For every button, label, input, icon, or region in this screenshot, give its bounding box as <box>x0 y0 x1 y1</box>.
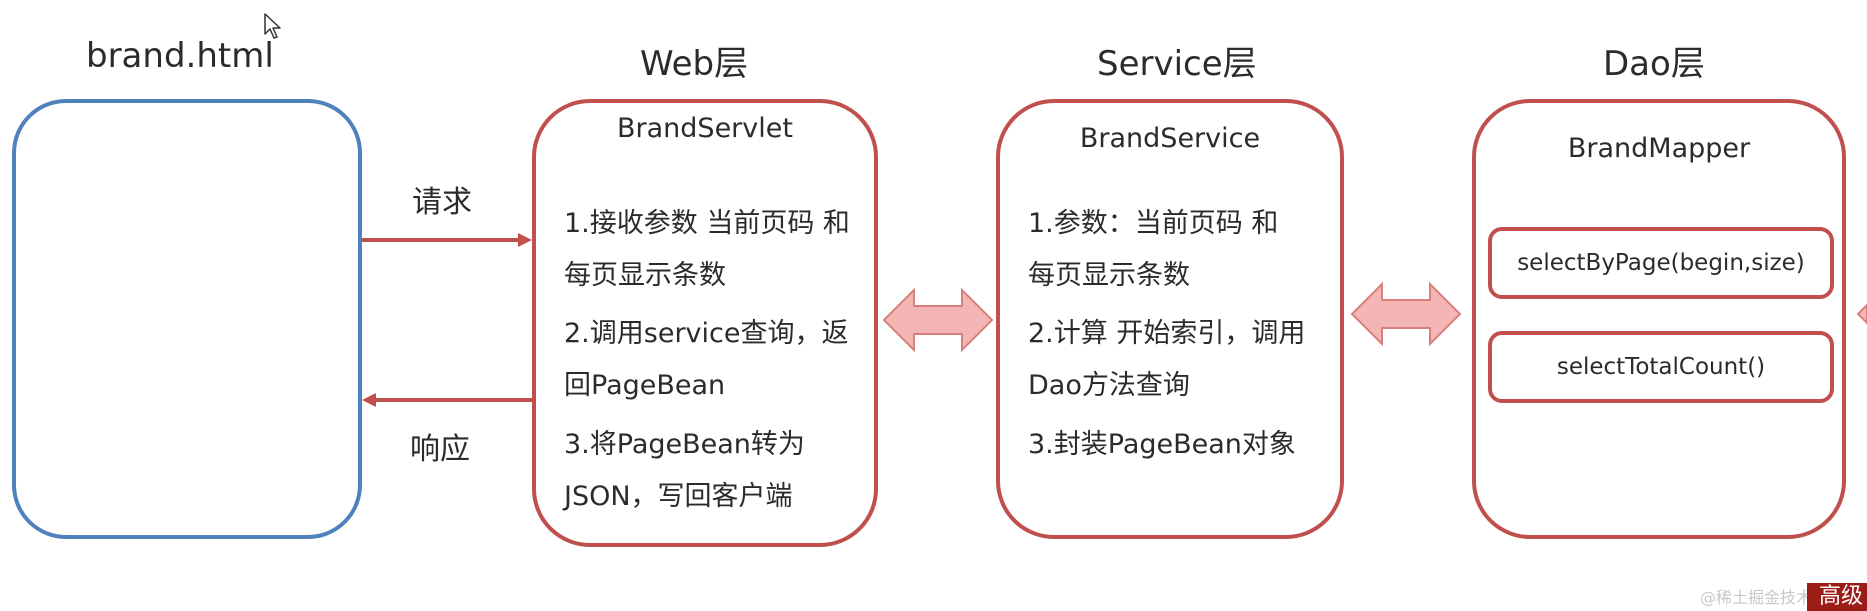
select-by-page-method: selectByPage(begin,size) <box>1488 227 1834 299</box>
web-service-double-arrow <box>882 287 994 353</box>
brand-service-title: BrandService <box>1079 123 1261 154</box>
response-label: 响应 <box>410 432 470 467</box>
servlet-step-line: JSON，写回客户端 <box>564 481 793 512</box>
service-dao-double-arrow <box>1350 281 1462 347</box>
servlet-step-line: 3.将PageBean转为 <box>564 429 805 460</box>
servlet-step-line: 每页显示条数 <box>564 260 726 291</box>
servlet-step-line: 1.接收参数 当前页码 和 <box>564 208 850 239</box>
brand-mapper-title: BrandMapper <box>1567 133 1751 164</box>
cropped-double-arrow <box>1856 303 1867 325</box>
brand-servlet-box: BrandServlet 1.接收参数 当前页码 和 每页显示条数 2.调用se… <box>532 99 878 547</box>
service-step-line: 2.计算 开始索引，调用 <box>1028 318 1306 349</box>
brand-mapper-box: BrandMapper selectByPage(begin,size) sel… <box>1472 99 1846 539</box>
service-step-line: 3.封装PageBean对象 <box>1028 429 1296 460</box>
request-arrow <box>362 233 532 247</box>
servlet-step-line: 回PageBean <box>564 370 726 401</box>
service-layer-title: Service层 <box>1097 44 1257 84</box>
brand-html-box <box>12 99 362 539</box>
servlet-step-line: 2.调用service查询，返 <box>564 318 849 349</box>
service-step-line: Dao方法查询 <box>1028 370 1190 401</box>
mouse-cursor-icon <box>264 13 281 39</box>
response-arrow <box>362 393 532 407</box>
brand-service-box: BrandService 1.参数：当前页码 和 每页显示条数 2.计算 开始索… <box>996 99 1344 539</box>
corner-badge: 高级 <box>1807 583 1867 611</box>
client-layer-title: brand.html <box>86 36 274 76</box>
request-label: 请求 <box>412 185 472 220</box>
web-layer-title: Web层 <box>640 44 749 84</box>
dao-layer-title: Dao层 <box>1603 44 1705 84</box>
select-total-count-method: selectTotalCount() <box>1488 331 1834 403</box>
brand-servlet-title: BrandServlet <box>617 113 793 144</box>
service-step-line: 每页显示条数 <box>1028 260 1190 291</box>
service-step-line: 1.参数：当前页码 和 <box>1028 208 1279 239</box>
